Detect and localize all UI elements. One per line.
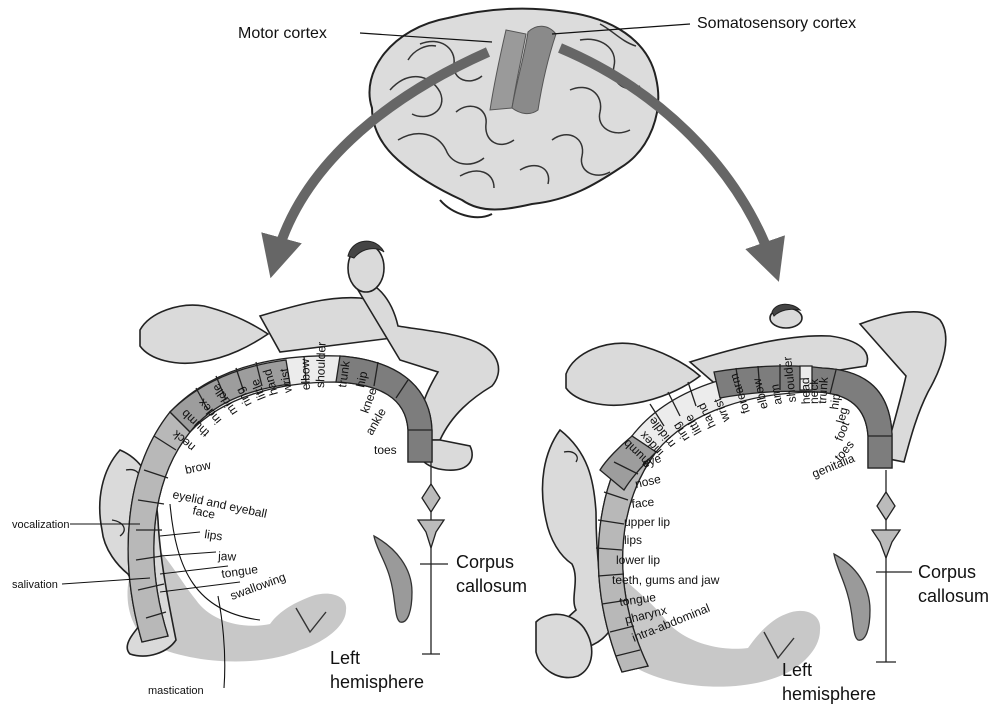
- motor-hemisphere-label: hemisphere: [330, 672, 424, 692]
- brain-illustration: [369, 9, 658, 218]
- motor-label-shoulder: shoulder: [313, 342, 329, 388]
- somatosensory-cortex-label: Somatosensory cortex: [697, 15, 856, 32]
- motor-figure-head: [348, 241, 384, 292]
- sensory-label-lips: lips: [624, 533, 642, 547]
- sensory-hemisphere-label: hemisphere: [782, 684, 876, 704]
- motor-homunculus: toesanklekneehiptrunkshoulderelbowwristh…: [12, 241, 527, 697]
- salivation-label: salivation: [12, 579, 58, 591]
- vocalization-label: vocalization: [12, 519, 69, 531]
- motor-spinal-line: [418, 462, 448, 654]
- motor-label-eyelid-and-eyeball: eyelid and eyeball: [171, 487, 268, 521]
- sensory-label-teeth-gums-and-jaw: teeth, gums and jaw: [612, 573, 720, 587]
- motor-body-part-labels: toesanklekneehiptrunkshoulderelbowwristh…: [169, 342, 397, 603]
- sensory-label-head: head: [798, 377, 813, 404]
- motor-label-toes: toes: [374, 443, 397, 457]
- sensory-label-upper-lip: upper lip: [624, 515, 670, 529]
- mastication-label: mastication: [148, 685, 204, 697]
- motor-label-tongue: tongue: [220, 562, 259, 581]
- sensory-corpus-label: Corpus: [918, 562, 976, 582]
- sensory-callosum-label: callosum: [918, 586, 989, 606]
- motor-label-trunk: trunk: [335, 359, 353, 388]
- motor-label-elbow: elbow: [298, 358, 313, 390]
- motor-label-jaw: jaw: [217, 549, 237, 564]
- sensory-label-lower-lip: lower lip: [616, 553, 660, 567]
- sensory-figure-head: [770, 304, 802, 328]
- sensory-homunculus: genitaliatoesfootleghiptrunkneckheadshou…: [536, 304, 989, 704]
- motor-label-brow: brow: [184, 458, 213, 477]
- motor-callosum-label: callosum: [456, 576, 527, 596]
- sensory-corpus-callosum-shape: [834, 554, 870, 640]
- sensory-left-label: Left: [782, 660, 812, 680]
- motor-corpus-label: Corpus: [456, 552, 514, 572]
- motor-cortex-label: Motor cortex: [238, 25, 327, 42]
- sensory-label-face: face: [631, 495, 655, 511]
- sensory-spinal-line: [872, 470, 912, 662]
- motor-label-lips: lips: [204, 527, 224, 543]
- motor-left-label: Left: [330, 648, 360, 668]
- motor-corpus-callosum-shape: [374, 536, 412, 622]
